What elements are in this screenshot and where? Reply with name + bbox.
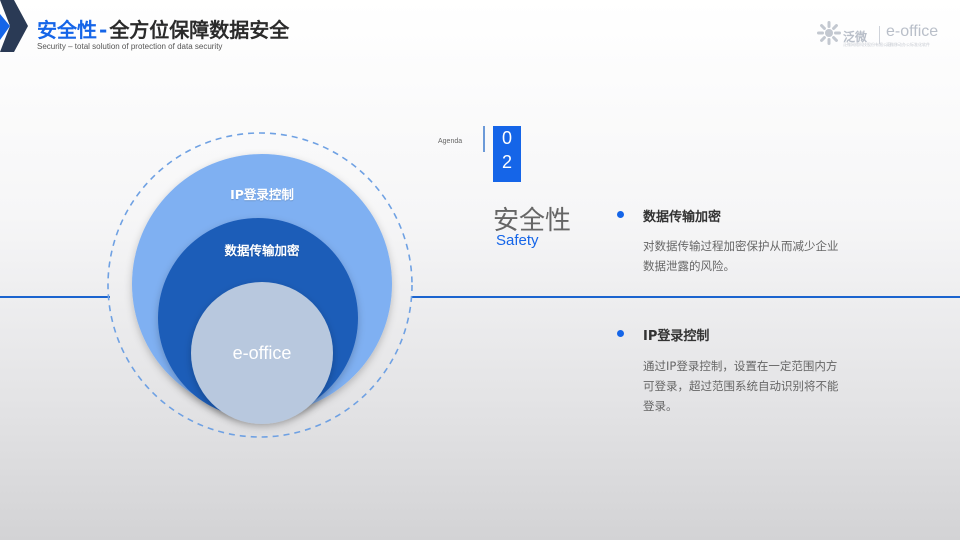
page-subtitle: Security – total solution of protection …: [37, 42, 223, 51]
dashed-ring: [107, 132, 413, 438]
item-desc-1: 对数据传输过程加密保护从而减少企业数据泄露的风险。: [643, 239, 839, 273]
core-label: e-office: [232, 343, 292, 363]
logo-en-name: e-office: [886, 23, 939, 40]
diagram-graphic: [107, 132, 413, 438]
middle-ring-label: 数据传输加密: [224, 243, 300, 258]
logo-cn-name: 泛微: [843, 30, 868, 44]
agenda-number-box: 0 2: [493, 126, 521, 182]
item-desc-2: 通过IP登录控制，设置在一定范围内方可登录，超过范围系统自动识别将不能登录。: [643, 359, 839, 413]
corner-arrow-icon: [0, 0, 28, 52]
core-circle: [191, 282, 333, 424]
logo-separator: [879, 26, 880, 44]
agenda-label: Agenda: [438, 138, 463, 145]
security-diagram: IP登录控制 数据传输加密 e-office: [100, 128, 430, 458]
divider-line-left: [0, 296, 110, 298]
title-dash: -: [99, 18, 108, 42]
agenda-digit-2: 2: [501, 152, 512, 172]
page-title: 安全性-全方位保障数据安全: [37, 14, 289, 43]
section-title: 安全性: [493, 206, 572, 236]
logo-cn-sub: 泛微网络科技股份有限公司: [843, 42, 891, 47]
bullet-dot-1: [617, 211, 624, 218]
divider-line-right: [412, 296, 960, 298]
title-rest: 全方位保障数据安全: [109, 18, 290, 42]
item-title-2: IP登录控制: [643, 329, 710, 344]
section-title-en: Safety: [496, 232, 539, 249]
title-accent: 安全性: [37, 18, 97, 42]
item-title-1: 数据传输加密: [643, 210, 722, 225]
agenda-digit-1: 0: [501, 128, 512, 148]
bullet-dot-2: [617, 330, 624, 337]
agenda-bar: [483, 126, 485, 152]
logo-en-sub: 泛微移动办公标准化软件: [886, 42, 930, 47]
flower-logo-icon: [817, 21, 841, 45]
outer-ring-label: IP登录控制: [230, 187, 294, 202]
